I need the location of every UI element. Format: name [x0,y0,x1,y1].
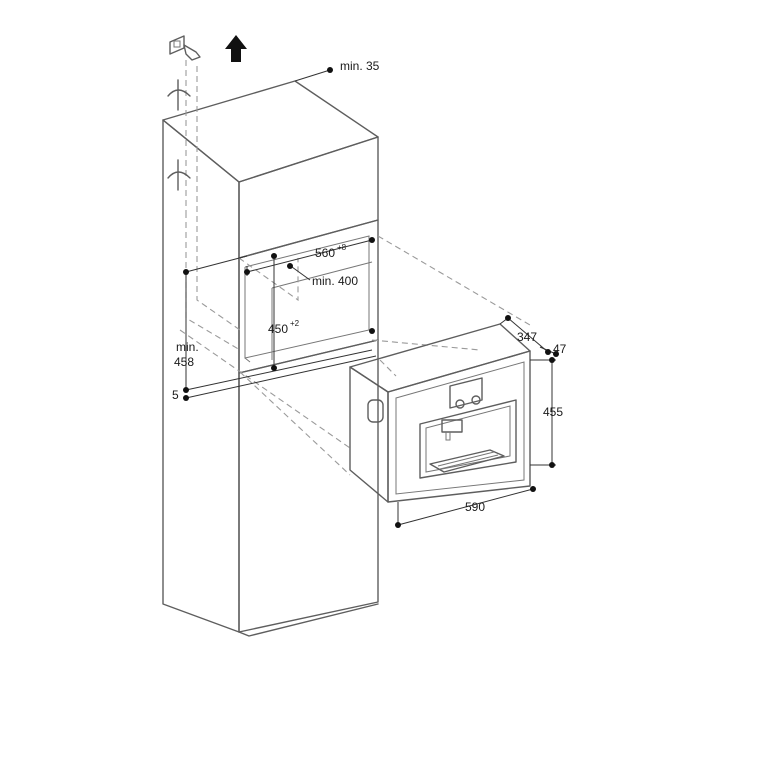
label-top-clearance: min. 35 [340,59,380,73]
dashed-guides [179,60,531,476]
power-socket-icon [169,35,201,61]
dispensing-area [419,399,517,479]
label-front-depth: 47 [553,342,567,356]
coffee-machine [349,323,531,503]
dimension-labels: min. 35 560 +8 min. 400 450 +2 min. 458 … [172,59,567,514]
control-panel [449,377,483,409]
label-niche-height: 450 [268,322,288,336]
dimension-dots [183,67,559,528]
label-base-offset: 5 [172,388,179,402]
tall-cabinet [162,80,379,637]
label-appliance-width: 590 [465,500,485,514]
label-niche-depth: min. 400 [312,274,358,288]
label-floor-min-prefix: min. [176,340,199,354]
upward-arrow-icon [225,35,247,62]
drip-tray [429,449,505,473]
side-handle [367,399,384,423]
control-knob-right [471,395,481,405]
control-knob-left [455,399,465,409]
label-niche-width: 560 [315,246,335,260]
coffee-spout [441,419,463,433]
label-niche-height-tolerance: +2 [290,319,300,328]
label-niche-width-tolerance: +8 [337,243,347,252]
label-floor-min-value: 458 [174,355,194,369]
cable-break-icon [167,79,191,191]
label-appliance-depth: 347 [517,330,537,344]
label-appliance-height: 455 [543,405,563,419]
